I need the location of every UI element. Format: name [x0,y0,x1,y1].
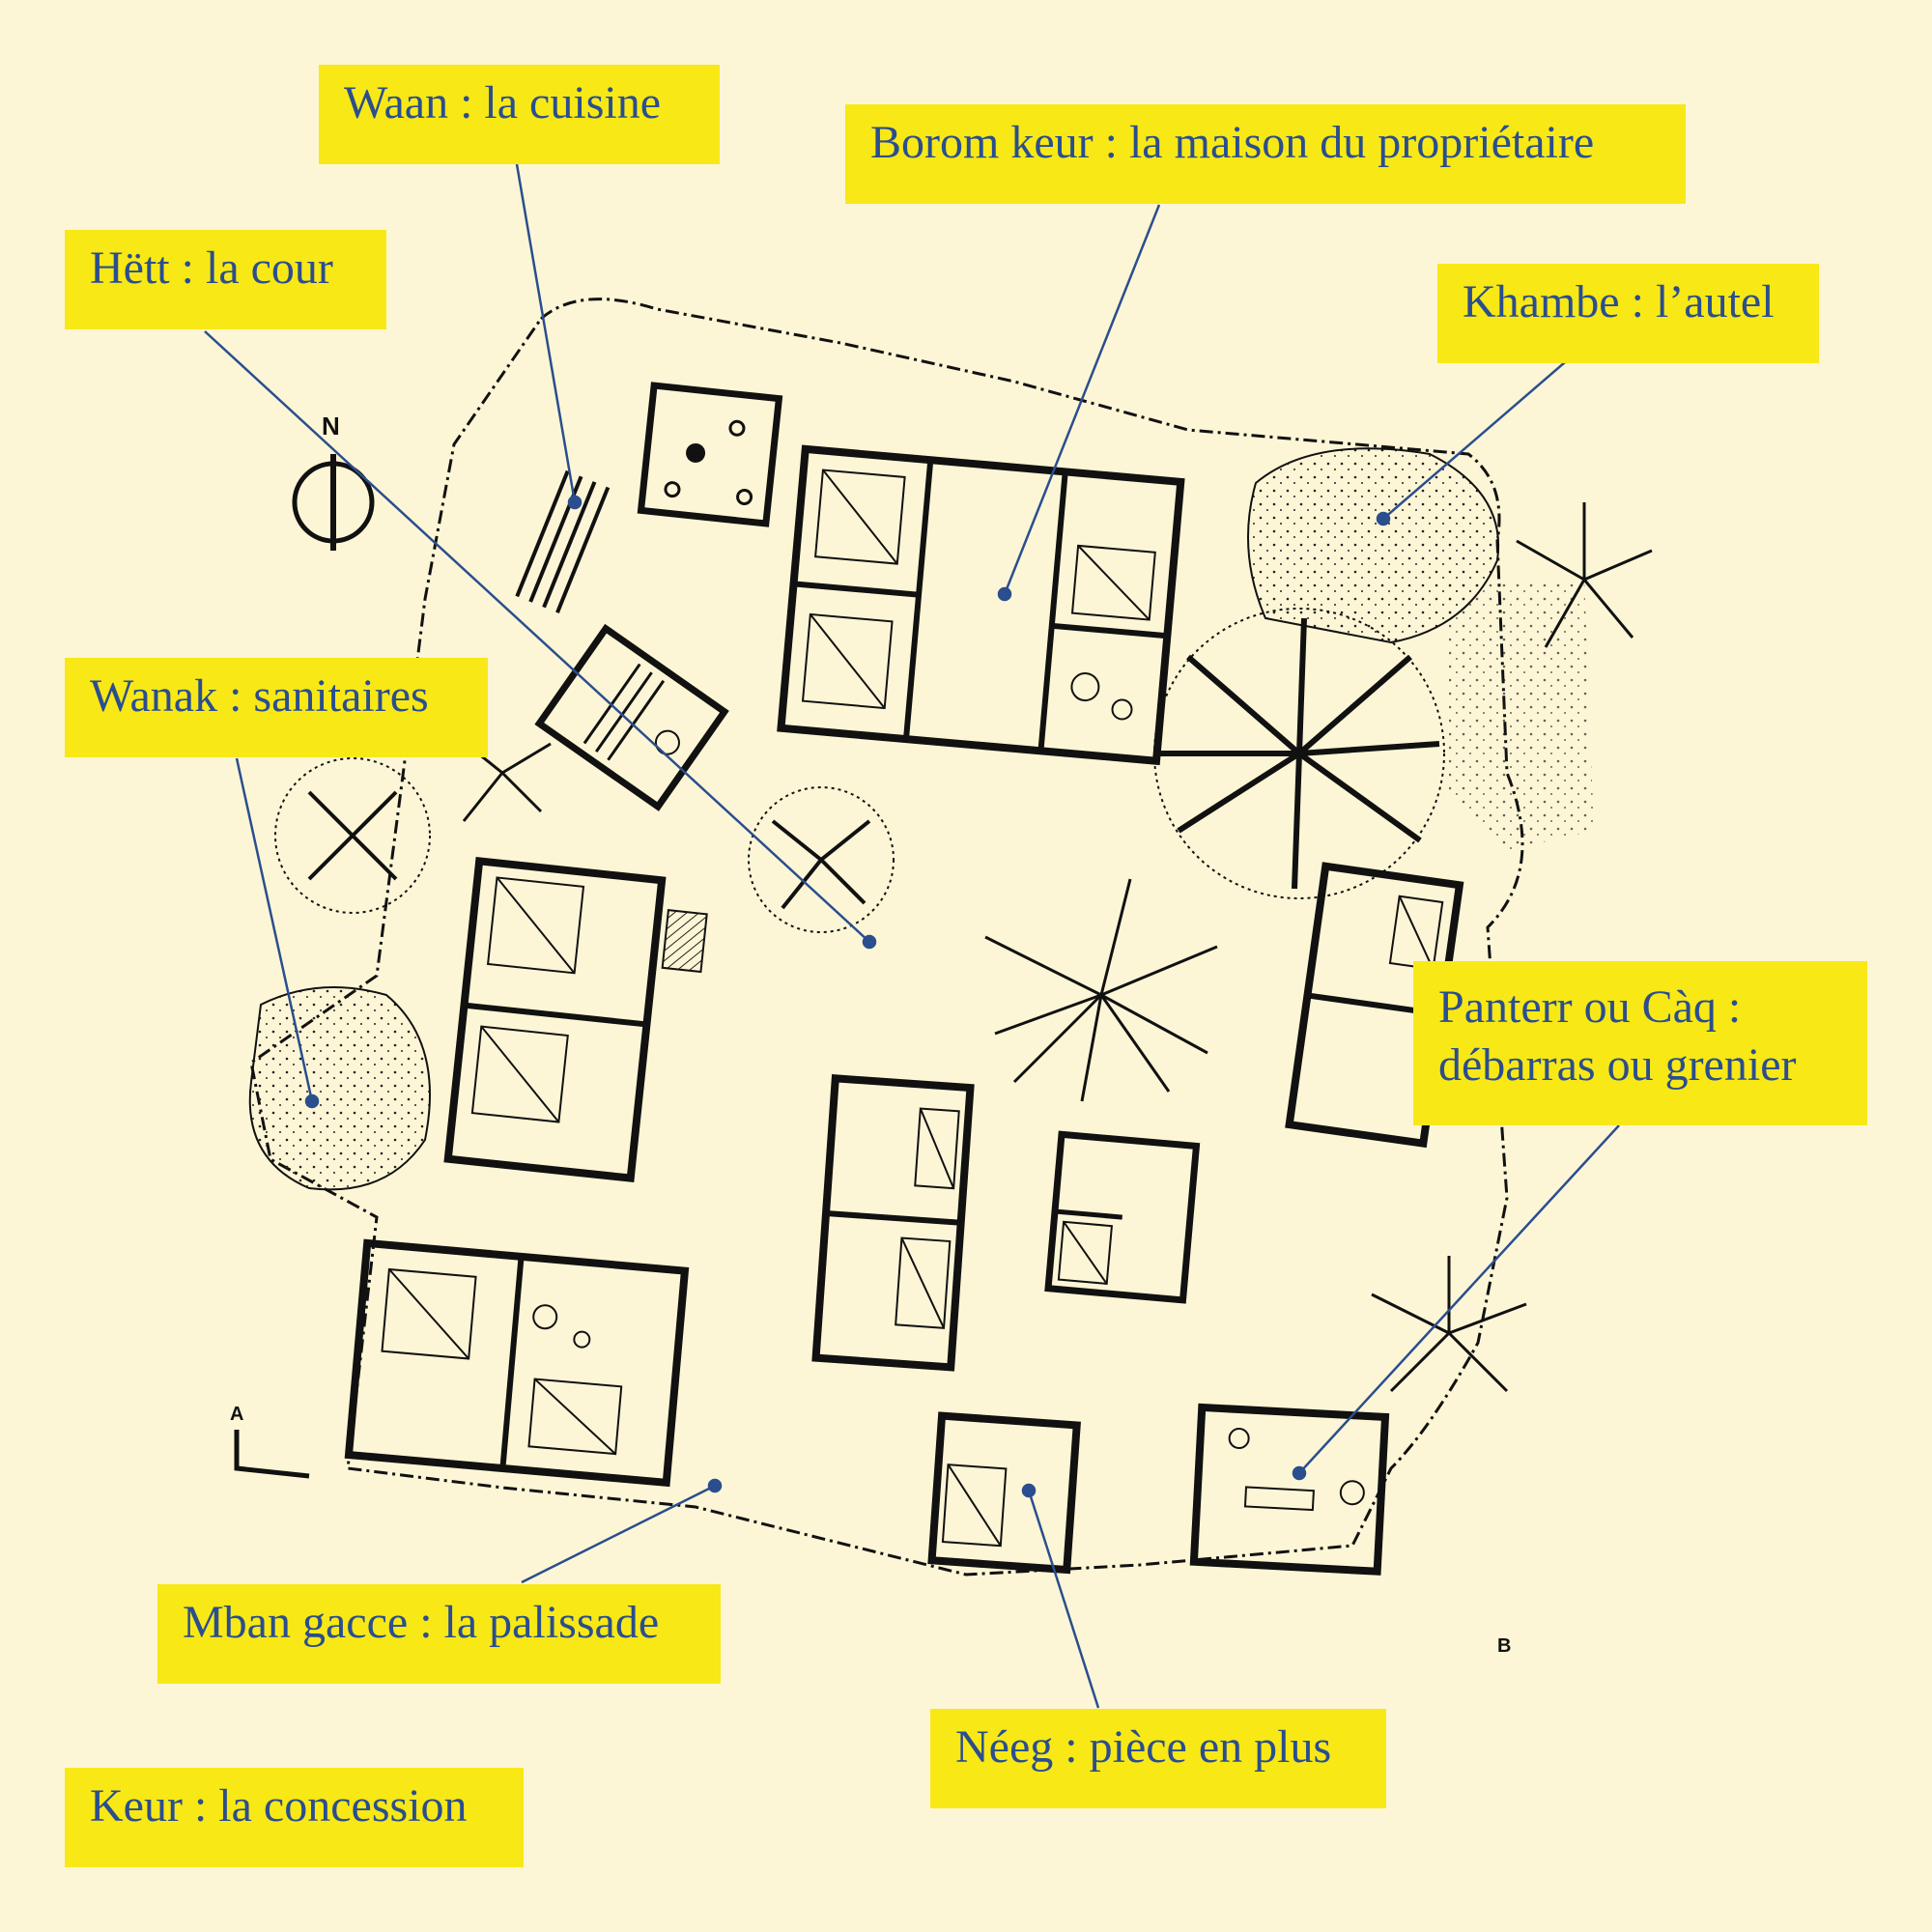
enclosed-gardens [248,447,1594,1191]
building-kitchen [637,382,783,527]
building-owner-house [777,444,1185,766]
label-keur: Keur : la concession [65,1768,524,1867]
kitchen-woodpile [515,469,611,614]
leader-lines [204,163,1620,1709]
label-khambe: Khambe : l’autel [1437,264,1819,363]
label-waan: Waan : la cuisine [319,65,720,164]
building-centre-south-house [811,1074,975,1372]
palisade-outline [249,298,1524,1577]
trees [274,502,1653,1393]
building-west-house [443,857,708,1182]
building-southwest-house [344,1238,690,1488]
building-sanitary [534,623,729,811]
label-panterr-line1: Panterr ou Càq : [1438,981,1742,1033]
section-marker-a [234,1430,310,1479]
section-letter-b: B [1497,1635,1511,1657]
building-neeg [927,1411,1081,1575]
label-neeg: Néeg : pièce en plus [930,1709,1386,1808]
section-letter-a: A [230,1404,243,1425]
label-mban-gacce: Mban gacce : la palissade [157,1584,721,1684]
label-borom-keur: Borom keur : la maison du propriétaire [845,104,1686,204]
label-panterr-line2: débarras ou grenier [1438,1039,1797,1091]
label-hett: Hëtt : la cour [65,230,386,329]
north-arrow [292,454,375,551]
building-storehouse [1189,1403,1390,1576]
label-panterr: Panterr ou Càq : débarras ou grenier [1413,961,1867,1125]
north-letter: N [322,412,340,440]
building-small-east [1044,1130,1201,1304]
label-wanak: Wanak : sanitaires [65,658,488,757]
